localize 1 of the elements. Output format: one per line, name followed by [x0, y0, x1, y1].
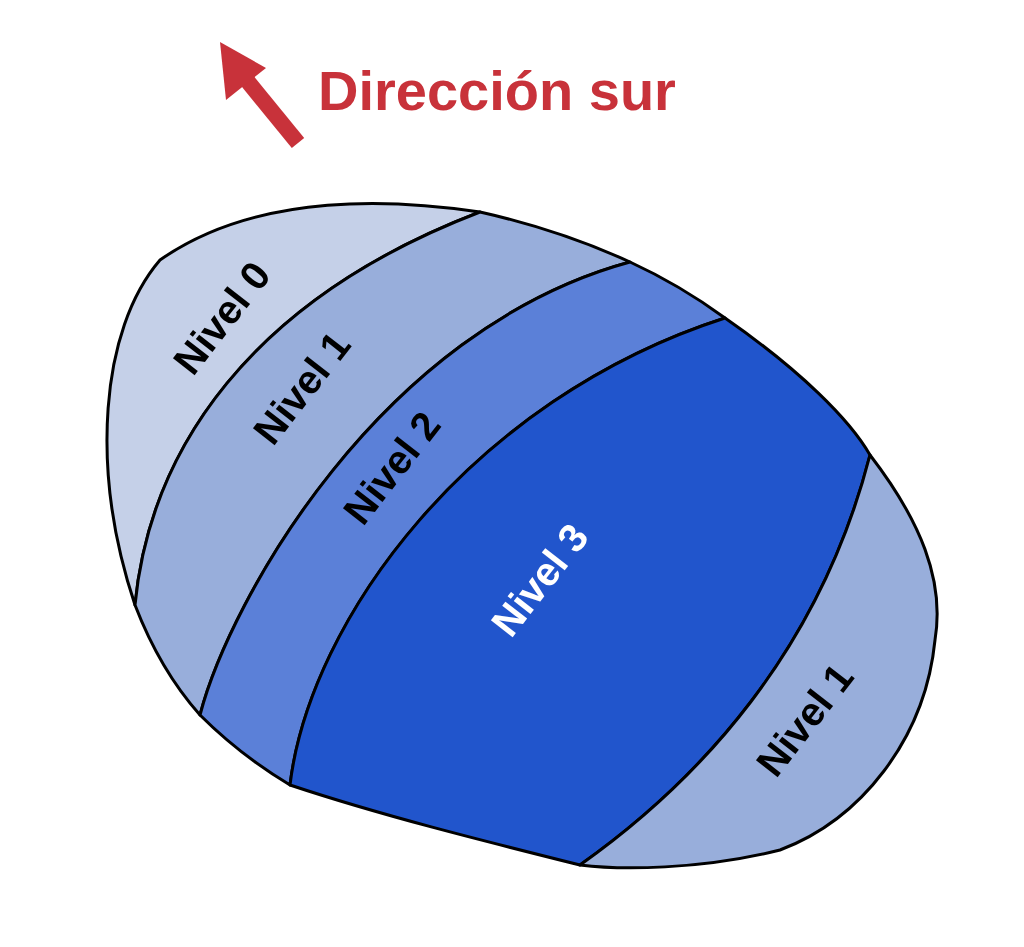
- direction-label: Dirección sur: [318, 58, 676, 123]
